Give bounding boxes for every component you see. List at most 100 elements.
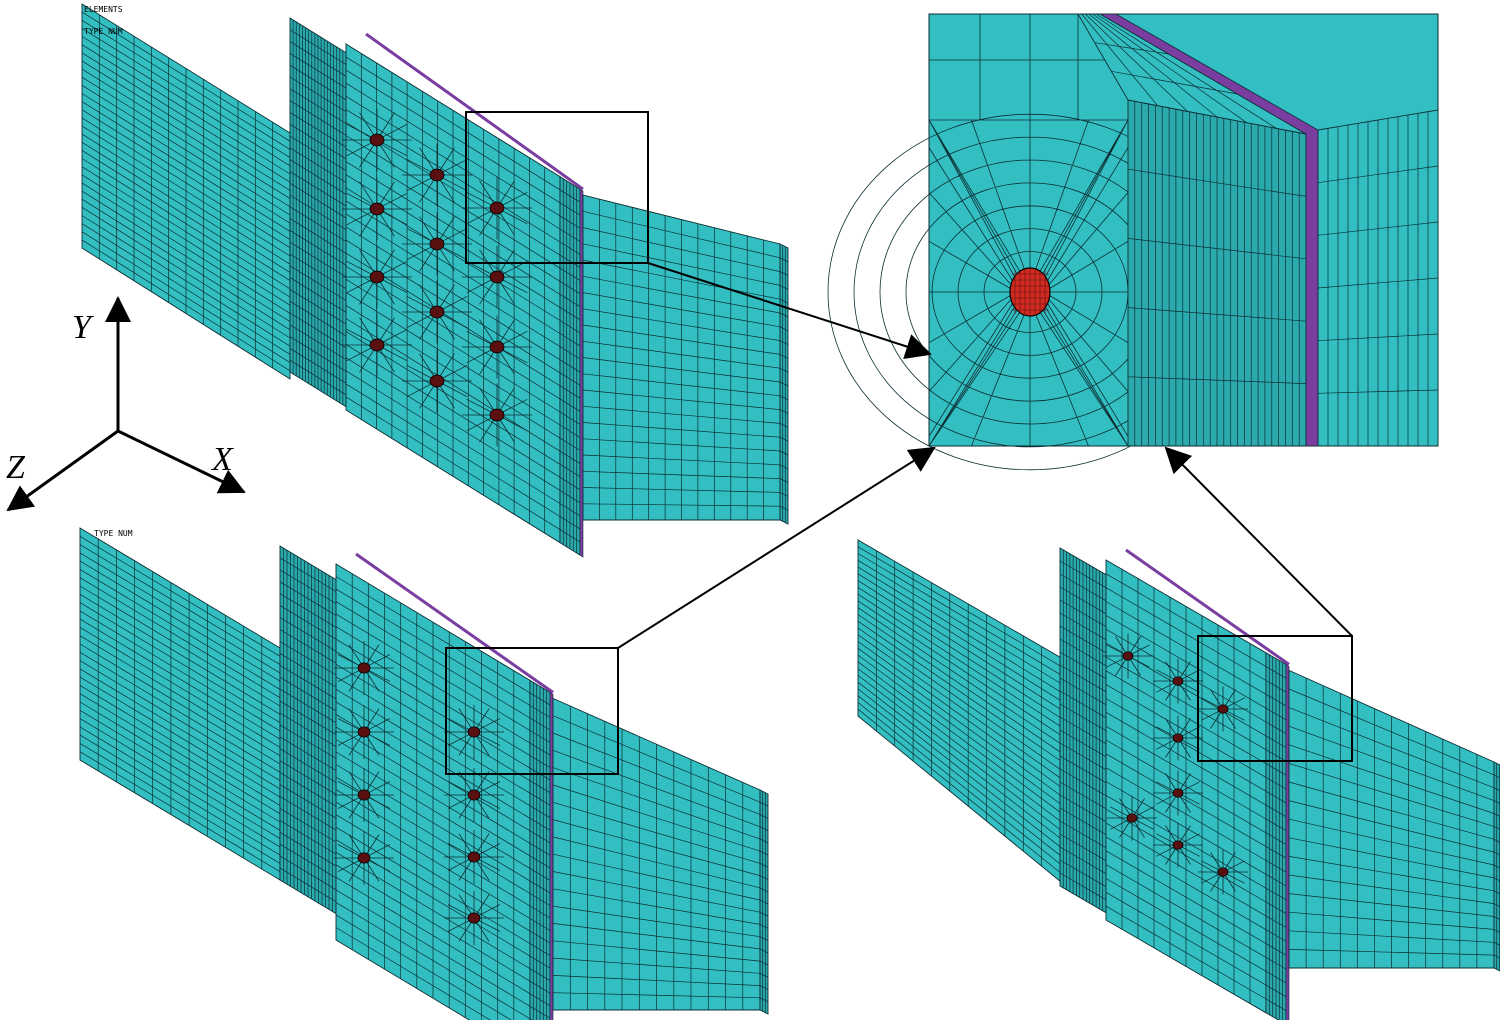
tl-bolt-2-rays (402, 143, 472, 207)
bl-bolt-1-rays (334, 641, 394, 695)
br-bolt-8-rays (1198, 849, 1248, 895)
tl-bolt-6-rays (462, 245, 532, 309)
br-bolt-5 (1172, 788, 1184, 798)
overlay-elements-label: ELEMENTS (84, 5, 123, 14)
x-axis-line (117, 429, 246, 494)
z-axis-line (6, 429, 119, 512)
arrow-from-top-left (647, 262, 932, 360)
zoom-frame-bottom-right (1197, 635, 1353, 762)
y-axis-label: Y (72, 309, 94, 346)
tl-bolt-3-rays (462, 176, 532, 240)
mesh-zoom-detail (827, 13, 1439, 471)
tl-bolt-3 (489, 201, 505, 215)
bl-bolt-7 (467, 851, 481, 863)
bl-bolt-7-rays (444, 830, 504, 884)
tl-right-plate-edge-grid (779, 245, 789, 523)
br-bolt-3 (1217, 704, 1229, 714)
br-right-plate-edge-grid (1493, 763, 1500, 971)
z-axis-label: Z (6, 449, 26, 486)
br-bolt-4 (1172, 733, 1184, 743)
br-splice-plate-grid (1105, 569, 1267, 1004)
tl-left-plate-grid (81, 11, 291, 372)
tl-bolt-11 (429, 374, 445, 388)
br-top-weld (1125, 548, 1290, 666)
bl-dense-band-grid (279, 548, 337, 912)
br-bolt-8 (1217, 867, 1229, 877)
bl-bolt-8-rays (444, 891, 504, 945)
tl-bolt-10-rays (342, 313, 412, 377)
br-bolt-6-rays (1107, 795, 1157, 841)
br-bolt-1 (1122, 651, 1134, 661)
br-bolt-6 (1126, 813, 1138, 823)
tl-splice-plate-grid (345, 53, 561, 534)
arrow-from-bottom-left (617, 446, 936, 649)
br-right-plate-grid (1288, 678, 1495, 968)
br-bolt-3-rays (1198, 686, 1248, 732)
zoom-right-plate-grid (1317, 111, 1439, 446)
mesh-view-top-left (81, 3, 789, 558)
tl-bolt-1-rays (342, 108, 412, 172)
bl-right-plate-grid (552, 706, 761, 1010)
zoom-frame-top-left (465, 111, 649, 264)
mesh-view-bottom-right (857, 539, 1500, 1020)
arrow-from-bottom-right (1164, 446, 1353, 637)
br-weld-stripe (1285, 663, 1290, 1020)
tl-right-plate-grid (582, 199, 781, 520)
tl-bolt-4-rays (342, 177, 412, 241)
coordinate-triad-icon: Y Z X (6, 296, 246, 512)
tl-bolt-2 (429, 168, 445, 182)
br-dense-band-grid (1059, 549, 1107, 911)
tl-bolt-12 (489, 408, 505, 422)
br-bolt-2-rays (1153, 658, 1203, 704)
bl-bolt-6 (467, 789, 481, 801)
bl-left-plate-grid (79, 535, 281, 873)
bl-bolt-3 (357, 789, 371, 801)
tl-bolt-11-rays (402, 349, 472, 413)
bl-splice-side-grid (529, 682, 551, 1020)
br-bolt-4-rays (1153, 715, 1203, 761)
br-bolt-7 (1172, 840, 1184, 850)
tl-bolt-5-rays (402, 212, 472, 276)
bl-bolt-2 (357, 726, 371, 738)
bl-splice-plate-grid (335, 573, 531, 1020)
bl-bolt-5 (467, 726, 481, 738)
bl-bolt-5-rays (444, 705, 504, 759)
tl-bolt-9-rays (462, 315, 532, 379)
bl-bolt-3-rays (334, 768, 394, 822)
zoom-dense-strips-grid (1127, 101, 1307, 446)
tl-bolt-8 (429, 305, 445, 319)
tl-bolt-1 (369, 133, 385, 147)
tl-bolt-5 (429, 237, 445, 251)
tl-bolt-7 (369, 270, 385, 284)
overlay-type-num-label: TYPE NUM (84, 27, 123, 36)
br-bolt-5-rays (1153, 770, 1203, 816)
tl-bolt-10 (369, 338, 385, 352)
tl-weld-stripe (579, 188, 584, 558)
tl-bolt-6 (489, 270, 505, 284)
x-axis-label: X (210, 441, 234, 478)
bl-bolt-4 (357, 852, 371, 864)
br-left-plate (857, 539, 1061, 883)
tl-bolt-8-rays (402, 280, 472, 344)
tl-bolt-4 (369, 202, 385, 216)
br-left-plate-grid (857, 546, 1061, 873)
overlay-type-num-label-2: TYPE NUM (94, 529, 133, 538)
bl-bolt-6-rays (444, 768, 504, 822)
bl-bolt-1 (357, 662, 371, 674)
tl-splice-side-grid (559, 178, 581, 553)
mesh-view-bottom-left (79, 527, 769, 1020)
bl-top-weld (355, 552, 554, 694)
zoom-top-face-grid (1081, 13, 1277, 129)
zoom-frame-bottom-left (445, 647, 619, 775)
tl-bolt-12-rays (462, 383, 532, 447)
bl-bolt-2-rays (334, 705, 394, 759)
bl-right-plate-edge-grid (759, 791, 769, 1013)
br-splice-side-grid (1265, 654, 1287, 1020)
bl-bolt-4-rays (334, 831, 394, 885)
br-bolt-7-rays (1153, 822, 1203, 868)
br-bolt-1-rays (1103, 633, 1153, 679)
bl-bolt-8 (467, 912, 481, 924)
zoom-bolt-mesh (1011, 270, 1049, 314)
br-bolt-2 (1172, 676, 1184, 686)
